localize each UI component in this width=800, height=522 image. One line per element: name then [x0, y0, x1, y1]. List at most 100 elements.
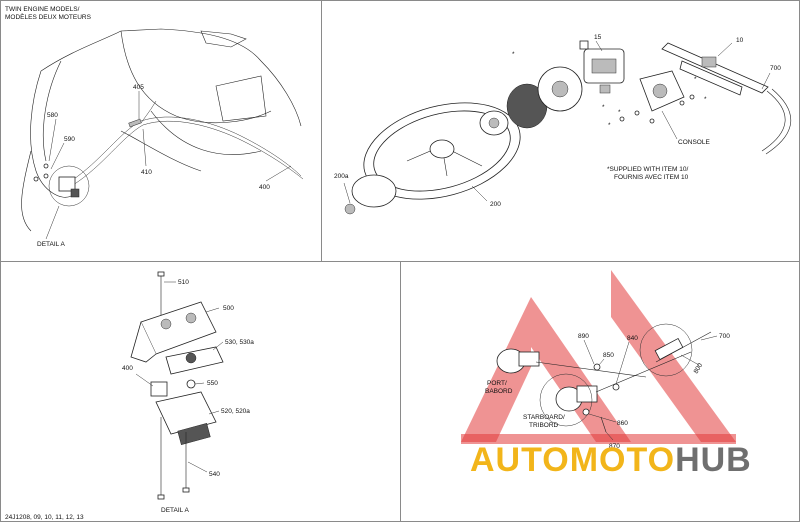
leader-10: [717, 42, 733, 57]
screw-c: [649, 118, 655, 124]
leader-840: [615, 341, 630, 385]
watermark-part-1: AUTOMOTO: [470, 441, 676, 479]
leader-700: [761, 72, 771, 90]
label-detail-a: DETAIL A: [37, 241, 65, 248]
label-400: 400: [122, 365, 133, 372]
leader-400: [135, 373, 154, 387]
watermark-triangle-mid: [531, 297, 631, 442]
throttle-cable-405: [70, 116, 302, 182]
port-housing: [518, 351, 540, 367]
star-mark-1: *: [512, 51, 515, 58]
watermark-triangle-left: [461, 297, 531, 442]
label-590: 590: [64, 136, 75, 143]
steering-cable-700: [761, 90, 786, 152]
bracket-drawing: 510 500 530, 530a 400 550 520, 520a 540 …: [5, 271, 254, 521]
hull-floor-edge: [120, 130, 202, 172]
screw-b: [634, 110, 640, 116]
throttle-cable-410: [72, 120, 304, 186]
hull-floor: [150, 110, 262, 155]
helm-cover-center: [551, 80, 569, 98]
watermark-triangle-right: [611, 270, 736, 442]
hardware-840: [612, 383, 620, 391]
leader-700: [700, 335, 718, 341]
panel-cable-connections: 890 850 840 700 800 PORT/ BABORD STARBOA…: [400, 261, 800, 522]
hull-side: [30, 70, 72, 198]
bolt-540-a-head: [157, 494, 165, 500]
label-detail-a: DETAIL A: [161, 507, 189, 514]
hull-stripe: [21, 150, 32, 232]
helm-bracket: [599, 84, 611, 94]
hull-stripe-2: [42, 60, 62, 162]
star-mark-3: *: [608, 122, 611, 129]
label-800: 800: [693, 362, 705, 375]
steering-hub: [429, 139, 455, 159]
label-700: 700: [719, 333, 730, 340]
leader-550: [194, 382, 205, 385]
starboard-cable: [595, 351, 692, 393]
label-840: 840: [627, 335, 638, 342]
helm-bolt: [579, 40, 589, 50]
hull-window: [215, 75, 267, 122]
leader-870: [605, 431, 614, 441]
footer-ref: 24J1208, 09, 10, 11, 12, 13: [5, 514, 84, 521]
label-860: 860: [617, 420, 628, 427]
label-530: 530, 530a: [225, 339, 254, 346]
plate-hole-1: [160, 318, 172, 330]
label-410: 410: [141, 169, 152, 176]
connector-detail-circle: [639, 323, 693, 377]
star-mark-6: *: [618, 109, 621, 116]
leader-200a: [343, 182, 351, 204]
leader-400: [265, 165, 292, 182]
leader-540: [187, 461, 208, 473]
leader-15: [595, 40, 603, 52]
panel-twin-engine-cables: TWIN ENGINE MODELS/ MODÈLES DEUX MOTEURS…: [0, 0, 322, 262]
label-400: 400: [259, 184, 270, 191]
console-hole: [652, 83, 668, 99]
leader-580: [48, 118, 57, 162]
header-line-2: MODÈLES DEUX MOTEURS: [5, 12, 92, 21]
label-540: 540: [209, 471, 220, 478]
panel-steering-assembly: 15 10 700 CONSOLE 200 200a * * * * * * *…: [321, 0, 800, 262]
leader-590: [50, 142, 65, 170]
note-line-2: FOURNIS AVEC ITEM 10: [614, 174, 689, 181]
screw-e: [689, 94, 695, 100]
star-mark-2: *: [602, 104, 605, 111]
label-580: 580: [47, 112, 58, 119]
helm-unit-core: [591, 58, 617, 74]
label-15: 15: [594, 34, 602, 41]
bolt-540-b-head: [182, 487, 190, 493]
hull-inner-edge: [120, 30, 272, 124]
tilt-rail-10: [661, 42, 769, 94]
label-520: 520, 520a: [221, 408, 250, 415]
label-200: 200: [490, 201, 501, 208]
label-550: 550: [207, 380, 218, 387]
plate-flange: [130, 321, 157, 363]
leader-detail: [45, 205, 60, 240]
connector-800: [654, 337, 684, 361]
control-block: [70, 188, 80, 198]
hardware-850: [593, 363, 601, 371]
note-line-1: *SUPPLIED WITH ITEM 10/: [607, 166, 688, 173]
star-mark-5: *: [704, 96, 707, 103]
star-mark-4: *: [694, 76, 697, 83]
screw-d: [679, 100, 685, 106]
lever-pivot: [185, 352, 197, 364]
bolt-510-head: [157, 271, 165, 277]
leader-console: [661, 110, 678, 140]
panel-detail-a-bracket: 510 500 530, 530a 400 550 520, 520a 540 …: [0, 261, 401, 522]
leader-500: [205, 307, 220, 313]
label-10: 10: [736, 37, 744, 44]
steering-drawing: 15 10 700 CONSOLE 200 200a * * * * * * *…: [334, 34, 792, 215]
leader-860: [588, 413, 617, 423]
rail-block: [701, 56, 717, 68]
leader-410: [142, 128, 147, 167]
port-cable: [535, 361, 647, 378]
starboard-detail-circle: [539, 373, 593, 427]
label-890: 890: [578, 333, 589, 340]
bushing-400: [150, 381, 168, 397]
cable-routing-drawing: TWIN ENGINE MODELS/ MODÈLES DEUX MOTEURS…: [5, 6, 304, 248]
hardware-860: [582, 408, 590, 416]
steering-cable-700b: [765, 88, 792, 155]
watermark-triangle-base: [461, 434, 736, 444]
leader-200: [471, 185, 488, 202]
